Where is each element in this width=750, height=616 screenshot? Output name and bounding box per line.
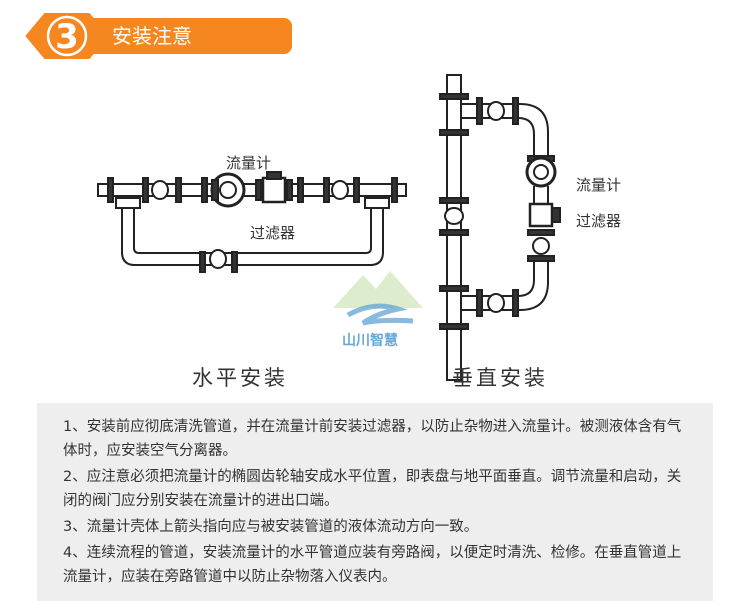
installation-diagram: 流量计 过滤器 流量计 过滤器 水平安装 垂直安装	[0, 60, 750, 400]
mountain-logo-icon	[333, 271, 423, 326]
horizontal-installation	[97, 171, 407, 273]
pipe-diagram	[97, 74, 561, 381]
horizontal-flowmeter-label: 流量计	[226, 154, 272, 172]
horizontal-caption: 水平安装	[192, 366, 288, 390]
vertical-filter-label: 过滤器	[576, 212, 622, 230]
horizontal-filter-label: 过滤器	[250, 224, 296, 242]
section-number: 3	[55, 17, 79, 57]
vertical-flowmeter-label: 流量计	[576, 176, 622, 194]
note-item: 2、应注意必须把流量计的椭圆齿轮轴安成水平位置，即表盘与地平面垂直。调节流量和启…	[63, 469, 682, 509]
note-item: 3、流量计壳体上箭头指向应与被安装管道的液体流动方向一致。	[63, 519, 479, 535]
vertical-caption: 垂直安装	[452, 366, 548, 390]
note-item: 1、安装前应彻底清洗管道，并在流量计前安装过滤器，以防止杂物进入流量计。被测液体…	[63, 419, 682, 459]
watermark-text: 山川智慧	[342, 333, 398, 349]
note-item: 4、连续流程的管道，安装流量计的水平管道应装有旁路阀，以便定时清洗、检修。在垂直…	[63, 545, 682, 585]
installation-notes: 1、安装前应彻底清洗管道，并在流量计前安装过滤器，以防止杂物进入流量计。被测液体…	[37, 403, 713, 601]
section-header: 3 安装注意	[22, 10, 292, 62]
section-title: 安装注意	[112, 24, 192, 48]
vertical-installation	[439, 74, 561, 381]
hexagon-badge-icon	[22, 11, 112, 61]
section-title-bar: 安装注意	[94, 18, 292, 54]
